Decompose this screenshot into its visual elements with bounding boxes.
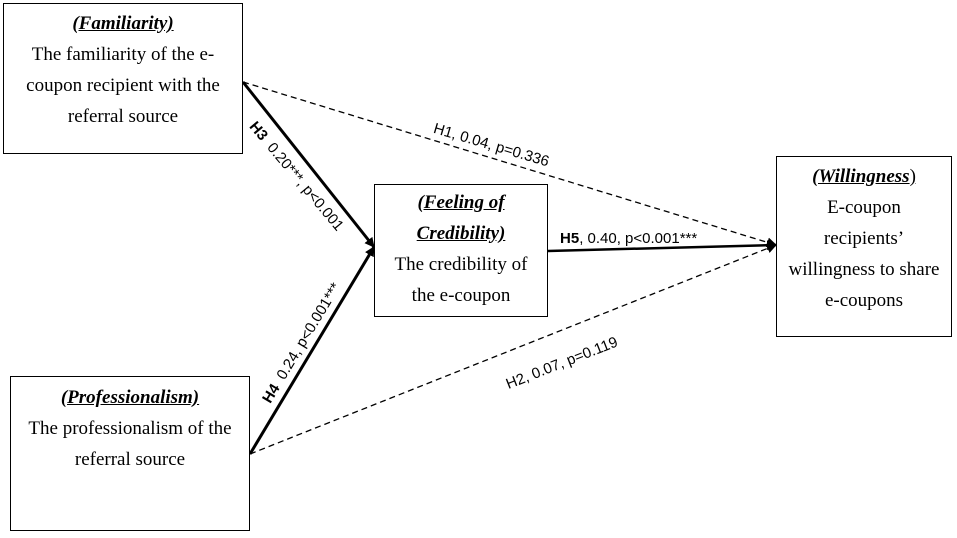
node-professionalism-title: (Professionalism) — [60, 387, 200, 408]
node-familiarity: (Familiarity) The familiarity of the e- … — [3, 3, 243, 154]
edge-h3-line — [241, 81, 376, 248]
node-professionalism-line: referral source — [74, 449, 186, 470]
node-credibility-title-line: (Feeling of — [417, 192, 505, 213]
node-willingness-title: (Willingness) — [812, 161, 916, 192]
node-professionalism-line: The professionalism of the — [28, 418, 232, 439]
edge-h5-line — [547, 240, 777, 253]
edge-h5-stats: , 0.40, p<0.001*** — [579, 230, 698, 247]
node-professionalism: (Professionalism) The professionalism of… — [10, 376, 250, 531]
edge-h5-hyp: H5 — [560, 230, 580, 247]
node-familiarity-title: (Familiarity) — [72, 13, 174, 34]
node-willingness-line: willingness to share — [788, 259, 940, 280]
node-willingness-title-end: ) — [909, 166, 916, 187]
edge-h4-line — [248, 246, 376, 455]
edge-h1-line — [242, 81, 777, 248]
node-willingness-line: E-coupon — [827, 197, 901, 218]
node-willingness: (Willingness) E-coupon recipients’ willi… — [776, 156, 952, 337]
node-credibility-line: the e-coupon — [411, 285, 511, 306]
node-credibility-line: The credibility of — [394, 254, 528, 275]
edge-h2-line — [249, 243, 777, 455]
node-familiarity-line: referral source — [67, 106, 179, 127]
node-willingness-line: recipients’ — [823, 228, 905, 249]
node-willingness-line: e-coupons — [824, 290, 904, 311]
edge-h5-label: H5, 0.40, p<0.001*** — [560, 231, 697, 247]
node-familiarity-line: The familiarity of the e- — [31, 44, 215, 65]
node-credibility: (Feeling of Credibility) The credibility… — [374, 184, 548, 317]
node-familiarity-line: coupon recipient with the — [26, 75, 220, 96]
node-willingness-title-main: (Willingness — [812, 166, 910, 187]
node-credibility-title-line: Credibility) — [416, 223, 506, 244]
